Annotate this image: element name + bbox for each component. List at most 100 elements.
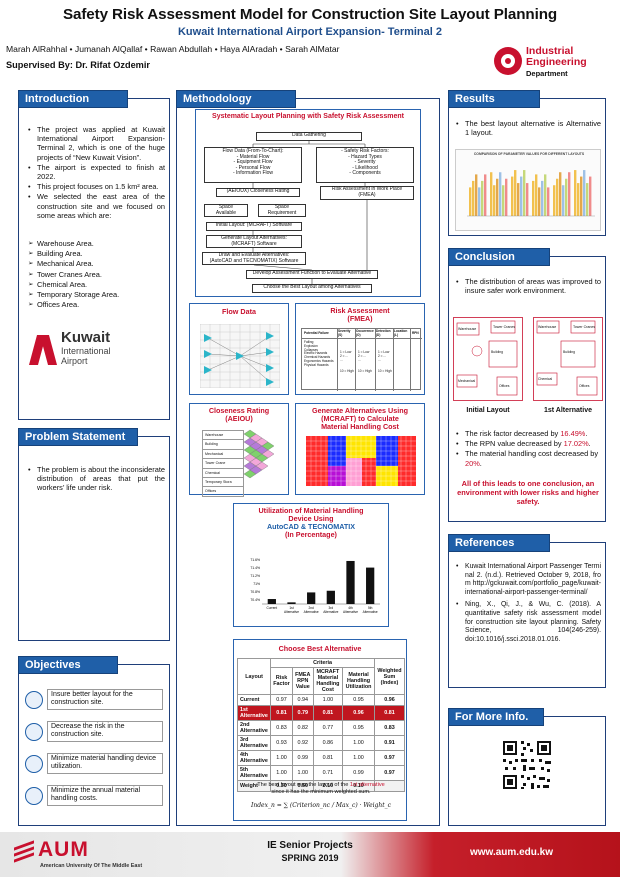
slp-title-text: Systematic Layout Planning with Safety R… [212,113,404,120]
references-panel: Kuwait International Airport Passenger T… [448,542,606,688]
stats-list: The risk factor decreased by 16.49%. The… [455,429,601,469]
conclusion-panel: The distribution of areas was improved t… [448,256,606,522]
closeness-area: Building [202,440,244,450]
more-info-panel [448,716,606,826]
poster-title: Safety Risk Assessment Model for Constru… [62,6,558,23]
safety-line: - Safety Risk Factors: [341,148,389,154]
comparison-bar [583,170,586,216]
table-cell [373,780,406,792]
table-cell: 0.95 [342,694,375,706]
svg-text:Tower Cranes: Tower Cranes [493,325,515,329]
svg-text:Offices: Offices [579,384,590,388]
x-tick-label: Current [267,606,278,610]
draw-line: (AutoCAD and TECNOMATIX) Software [209,257,299,264]
gen-line: Generate Layout Alternatives: [221,235,287,241]
closeness-area: Tower Crane [202,459,244,469]
svg-text:Building: Building [491,350,503,354]
fmea-scale: 1 = Low 2 = ... ... 10 = High [340,350,356,374]
svg-text:Warehouse: Warehouse [458,327,476,331]
fmea-col-lines [375,329,376,391]
stat-text: . [585,429,588,438]
table-row-selected: 1st Alternative 0.81 0.79 0.81 0.96 0.81 [236,705,406,721]
table-cell: 0.95 [342,720,375,736]
flow-network-diagram [200,324,280,388]
table-cell: 0.77 [312,720,344,736]
choose-best-section: Choose Best Alternative Layout Criteria … [233,639,407,821]
area-item: Temporary Storage Area. [27,290,165,299]
results-text: The best layout alternative is Alternati… [455,119,601,137]
choose-best-box: Choose the Best Layout among Alternative… [252,284,372,293]
authors: Marah AlRahhal • Jumanah AlQallaf • Rawa… [6,44,340,54]
table-cell: 1.00 [342,735,375,751]
aum-logo: AUM [38,838,89,861]
comparison-bar [496,178,499,216]
svg-text:Chemical: Chemical [538,377,552,381]
stat-value: 16.49% [560,429,586,438]
draw-line: Draw and Evaluate Alternatives: [218,252,290,258]
area-list: Warehouse Area. Building Area. Mechanica… [27,239,165,310]
mcraft-title-line: Generate Alternatives Using [312,406,408,415]
table-cell: 0.86 [312,735,344,751]
comparison-bar [502,185,505,216]
flow-arrows [252,141,368,284]
reference-item: Ning, X., Qi, J., & Wu, C. (2018). A qua… [455,601,601,644]
table-cell: 0.83 [270,720,293,736]
problem-text: The problem is about the inconsiderate d… [27,465,165,493]
airport-logo-mark [28,335,58,365]
area-item: Building Area. [27,249,165,258]
fmea-scale-item: 1 = Low [358,350,370,354]
fmea-scale: 1 = Low 2 = ... ... 10 = High [358,350,374,374]
table-cell: 1.00 [342,750,375,766]
y-tick-label: 71.2% [250,574,260,578]
supervisor: Supervised By: Dr. Rifat Ozdemir [6,60,150,70]
table-cell: 0.82 [291,720,314,736]
qr-code[interactable] [501,739,553,791]
table-cell: 0.97 [373,765,406,781]
slp-title: Systematic Layout Planning with Safety R… [196,113,420,121]
comparison-bar [511,176,514,216]
results-bullets: The best layout alternative is Alternati… [455,119,601,138]
comparison-bar [475,174,478,216]
bar [287,602,296,604]
coin-icon [25,787,43,805]
develop-function-box: Develop Assessment Function to Evaluate … [246,270,378,279]
table-row: Current 0.97 0.94 1.00 0.95 0.96 [236,694,406,706]
comparison-bar [556,178,559,216]
table-cell: 1.00 [312,694,344,706]
table-cell: 0.93 [270,735,293,751]
comparison-bar [499,172,502,216]
methodology-panel: Systematic Layout Planning with Safety R… [176,98,440,826]
bar [307,592,316,604]
first-alternative-label: 1st Alternative [544,407,592,414]
objective-box: Minimize the annual material handling co… [47,785,163,806]
objective-item: Minimize material handling device utiliz… [25,753,165,777]
fmea-scale-item: 2 = ... [340,353,349,358]
table-cell: Current [236,694,272,706]
dept-logo-line3: Department [526,69,568,78]
fmea-scale-item: ... [378,357,381,362]
website-link[interactable]: www.aum.edu.kw [470,847,553,858]
results-panel: The best layout alternative is Alternati… [448,98,606,236]
objective-item: Minimize the annual material handling co… [25,785,165,809]
table-cell: 0.94 [291,694,314,706]
stat-value: 20% [465,458,480,468]
conclusion-heading: Conclusion [448,248,550,266]
table-cell: 5th Alternative [236,765,272,781]
fmea-row: Collapses [304,347,318,352]
table-cell: 1.00 [270,750,293,766]
results-heading: Results [448,90,540,108]
airport-logo-line1: Kuwait [61,329,111,346]
space-requirement-box: Space Requirement [258,204,306,217]
table-cell: 0.99 [291,750,314,766]
problem-heading: Problem Statement [18,428,138,446]
bar [326,590,335,604]
comparison-bar [559,172,562,216]
fmea-scale: 1 = Low 2 = ... ... 10 = High [378,350,394,374]
area-item: Tower Cranes Area. [27,270,165,279]
footer: AUM American University Of The Middle Ea… [0,832,620,877]
table-row-weight: Weight 0.30 0.50 0.10 0.10 [236,780,406,792]
closeness-rating-box: (AEIOUX) Closeness Rating [216,188,300,197]
